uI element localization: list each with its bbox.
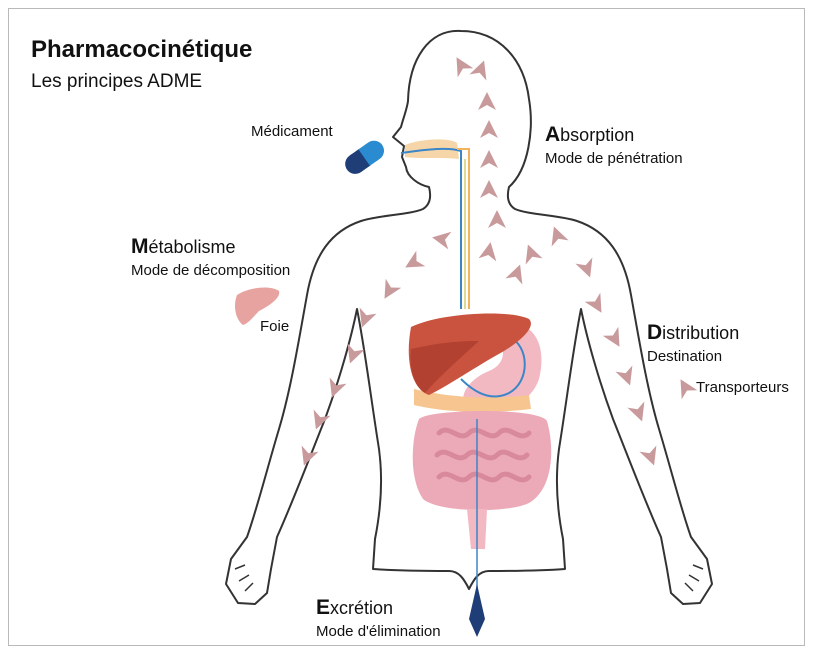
absorption-block: Absorption Mode de pénétration [545,123,683,167]
arrow-icon [401,251,426,276]
arrow-icon [505,261,528,284]
excretion-desc: Mode d'élimination [316,623,441,640]
diagram-frame: Pharmacocinétique Les principes ADME Méd… [8,8,805,646]
arrow-icon [575,257,598,280]
arrow-icon [377,279,402,304]
metabolisme-block: Métabolisme Mode de décomposition [131,235,290,279]
arrow-icon [488,210,506,228]
capsule-icon [341,137,388,178]
arrow-icon [431,229,452,250]
arrow-icon [480,180,498,198]
arrow-icon [639,445,662,468]
page-subtitle: Les principes ADME [31,71,202,93]
arrow-icon [585,293,610,318]
arrow-icon [478,92,496,110]
arrow-icon [627,401,650,424]
metabolisme-desc: Mode de décomposition [131,262,290,279]
excretion-block: Excrétion Mode d'élimination [316,596,441,640]
arrow-icon [323,377,346,400]
arrow-icon [480,120,498,138]
arrow-icon [469,57,492,80]
transporteurs-label: Transporteurs [696,379,789,396]
elimination-drop-icon [469,584,485,637]
arrow-icon [603,327,628,352]
absorption-desc: Mode de pénétration [545,150,683,167]
medicament-label: Médicament [251,123,333,140]
arrow-icon [479,241,500,262]
distribution-block: Distribution Destination [647,321,739,365]
arrow-icon [449,53,474,78]
absorption-title: Absorption [545,123,683,147]
arrow-icon [673,375,698,400]
distribution-desc: Destination [647,348,739,365]
excretion-title: Excrétion [316,596,441,620]
arrow-icon [480,150,498,168]
metabolisme-title: Métabolisme [131,235,290,259]
arrow-icon [545,223,568,246]
distribution-title: Distribution [647,321,739,345]
foie-label: Foie [260,318,289,335]
arrow-icon [615,365,638,388]
page-title: Pharmacocinétique [31,36,252,64]
arrow-icon [519,241,542,264]
